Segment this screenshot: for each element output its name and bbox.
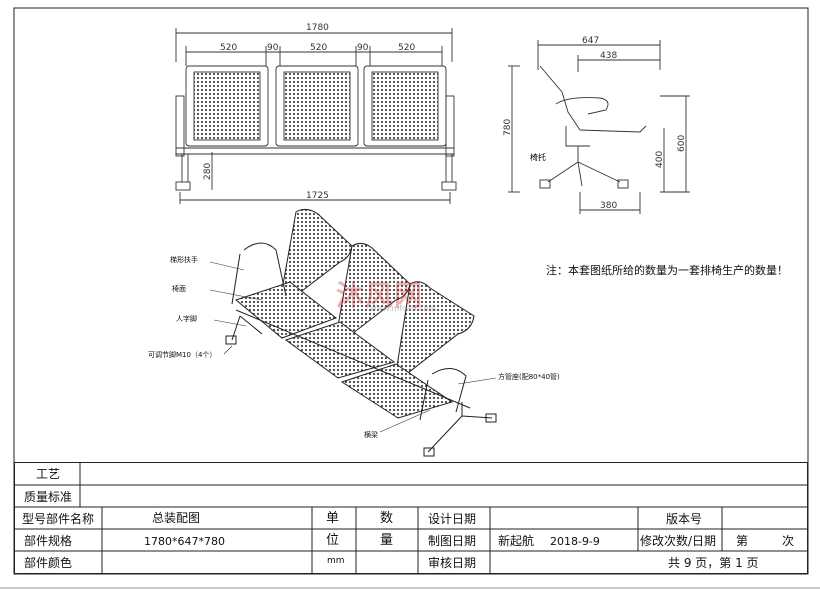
watermark: 沐风网 bbox=[336, 279, 424, 312]
label-revision: 修改次数/日期 bbox=[640, 534, 717, 548]
label-quality: 质量标准 bbox=[24, 490, 73, 504]
label-unit-2: 位 bbox=[326, 533, 340, 548]
value-pages: 共 9 页，第 1 页 bbox=[668, 556, 759, 570]
label-review-date: 审核日期 bbox=[428, 556, 477, 570]
dim-height-total: 780 bbox=[503, 119, 513, 136]
dim-seat-height: 400 bbox=[655, 151, 665, 168]
dim-arm-height: 600 bbox=[677, 135, 687, 152]
label-spec: 部件规格 bbox=[24, 534, 73, 548]
iso-view bbox=[225, 208, 497, 457]
label-design-date: 设计日期 bbox=[428, 512, 477, 526]
sheet-border bbox=[13, 7, 809, 575]
dim-seg3: 520 bbox=[398, 43, 415, 53]
watermark-url: www.mfcad.com bbox=[370, 304, 437, 313]
front-view-dims: 1780 520 90 520 90 520 1725 280 bbox=[203, 23, 415, 201]
dim-seg2: 520 bbox=[310, 43, 327, 53]
label-qty-2: 量 bbox=[380, 533, 394, 548]
label-color: 部件颜色 bbox=[24, 556, 73, 570]
dim-total: 1780 bbox=[306, 23, 329, 33]
dim-gap1: 90 bbox=[267, 43, 279, 53]
dim-base: 1725 bbox=[306, 191, 329, 201]
dim-depth: 647 bbox=[582, 36, 599, 46]
label-draw-date: 制图日期 bbox=[428, 534, 477, 548]
callout-leaders bbox=[209, 261, 497, 433]
value-drafter: 新起航 bbox=[498, 534, 535, 548]
value-draw-date: 2018-9-9 bbox=[550, 535, 600, 548]
dim-seat-depth: 438 bbox=[600, 51, 617, 61]
label-version: 版本号 bbox=[666, 512, 703, 526]
drawing-note: 注：本套图纸所给的数量为一套排椅生产的数量！ bbox=[546, 264, 788, 277]
dim-foot-span: 380 bbox=[600, 201, 617, 211]
value-revision-2: 次 bbox=[782, 534, 795, 548]
callout-seat-surface: 椅面 bbox=[172, 285, 186, 293]
value-model: 总装配图 bbox=[152, 511, 201, 525]
callout-adjustable-foot: 可调节脚M10（4个） bbox=[148, 351, 217, 359]
value-spec: 1780*647*780 bbox=[144, 535, 225, 548]
callout-tube-seat: 方管座(配80*40管) bbox=[498, 373, 560, 381]
callout-armrest: 梯形扶手 bbox=[170, 256, 198, 264]
dim-seg1: 520 bbox=[220, 43, 237, 53]
label-unit-1: 单 bbox=[326, 511, 340, 526]
label-process: 工艺 bbox=[36, 467, 61, 481]
label-model: 型号部件名称 bbox=[22, 512, 95, 526]
label-qty-1: 数 bbox=[380, 511, 394, 526]
callout-leg: 人字脚 bbox=[176, 315, 197, 323]
dim-gap2: 90 bbox=[357, 43, 369, 53]
front-view bbox=[175, 28, 457, 204]
value-unit: mm bbox=[327, 556, 345, 566]
side-view bbox=[508, 40, 690, 214]
title-block: 工艺 质量标准 型号部件名称 总装配图 部件规格 1780*647*780 部件… bbox=[14, 462, 808, 574]
side-view-dims: 647 438 780 600 400 380 椅托 bbox=[503, 36, 687, 211]
title-block-grid bbox=[14, 462, 808, 574]
label-seat-bracket: 椅托 bbox=[530, 152, 546, 162]
dim-height: 280 bbox=[203, 163, 213, 180]
value-revision-1: 第 bbox=[736, 534, 749, 548]
callout-beam: 横梁 bbox=[364, 431, 378, 439]
